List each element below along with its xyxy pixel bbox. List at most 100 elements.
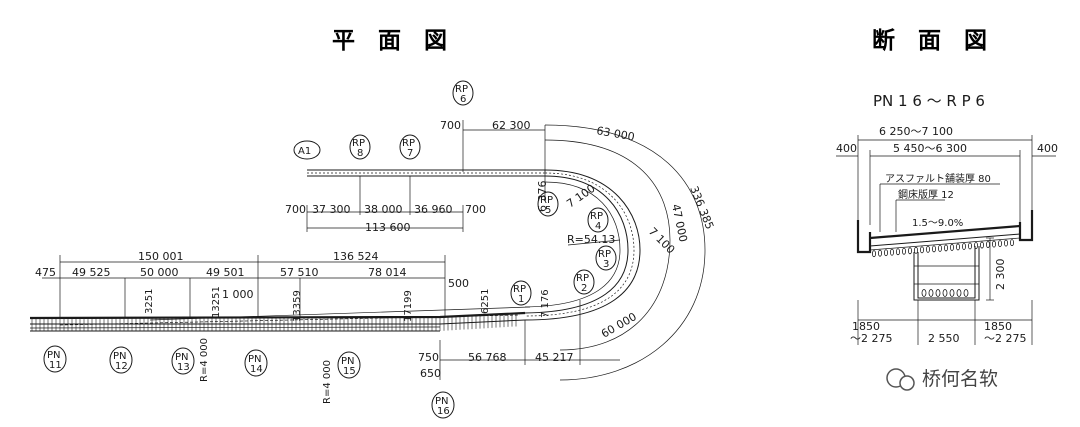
svg-text:5: 5	[545, 205, 551, 216]
bottom-rib	[956, 289, 962, 297]
radius-4000-b: R=4 000	[322, 360, 333, 404]
watermark-text: 桥何名软	[922, 368, 998, 390]
dim-13359: 13359	[292, 290, 303, 322]
dim-7100-b: 7 100	[646, 225, 677, 256]
section-bottom-right-1: 1850	[984, 320, 1012, 333]
deck-rib	[926, 245, 931, 253]
pier-rp5: RP 5	[537, 191, 559, 217]
pier-pn14: PN 14	[244, 349, 268, 377]
dim-650: 650	[420, 367, 441, 380]
section-dim-lines	[836, 135, 1056, 345]
plan-view-title: 平 面 図	[332, 27, 447, 54]
svg-text:RP: RP	[455, 84, 468, 95]
dim-700-top: 700	[440, 119, 461, 132]
svg-text:6: 6	[460, 94, 466, 105]
lower-deck-hatching	[31, 313, 517, 331]
deck-rib	[956, 243, 961, 251]
top-dim-lines	[306, 129, 621, 246]
dim-37300: 37 300	[312, 203, 351, 216]
svg-text:PN: PN	[113, 351, 127, 362]
pier-rp3: RP 3	[595, 245, 617, 271]
dim-7176: 7 176	[540, 289, 551, 318]
dim-6376: 6 376	[536, 181, 549, 213]
pier-rp7: RP 7	[399, 134, 421, 160]
dim-38000: 38 000	[364, 203, 403, 216]
deck-rib	[914, 246, 919, 254]
deck-rib	[968, 242, 973, 250]
pier-pn11: PN 11	[43, 345, 67, 373]
dim-62300: 62 300	[492, 119, 531, 132]
section-right-edge: 400	[1037, 142, 1058, 155]
svg-text:PN: PN	[435, 396, 449, 407]
pier-rp2: RP 2	[573, 269, 595, 295]
svg-text:1: 1	[518, 294, 524, 305]
dim-750: 750	[418, 351, 439, 364]
pier-pn15: PN 15	[337, 351, 361, 379]
svg-text:RP: RP	[540, 195, 553, 206]
deck-rib	[890, 248, 895, 256]
dim-49525: 49 525	[72, 266, 111, 279]
deck-rib	[1004, 239, 1009, 247]
svg-text:RP: RP	[352, 138, 365, 149]
section-left-edge: 400	[836, 142, 857, 155]
section-bottom-mid: 2 550	[928, 332, 960, 345]
bottom-rib	[928, 289, 934, 297]
svg-text:A1: A1	[298, 146, 311, 157]
dim-13251: 13251	[211, 286, 222, 318]
deck-rib	[1010, 239, 1015, 247]
deck-rib	[908, 247, 913, 255]
section-view-title: 断 面 図	[872, 27, 987, 54]
pier-pn13: PN 13	[171, 347, 195, 375]
svg-text:RP: RP	[576, 273, 589, 284]
pier-a1: A1	[293, 140, 321, 160]
lower-deck	[29, 306, 531, 332]
deck-rib	[878, 249, 883, 257]
dim-3251: 3251	[144, 289, 155, 314]
deck-rib	[992, 240, 997, 248]
dim-7100-a: 7 100	[564, 182, 597, 211]
dim-78014: 78 014	[368, 266, 407, 279]
dim-47000: 47 000	[669, 203, 690, 243]
deck-rib	[974, 242, 979, 249]
dim-6251: 6251	[480, 289, 491, 314]
pier-rp8: RP 8	[349, 134, 371, 160]
dim-49501: 49 501	[206, 266, 245, 279]
bottom-dim-lines	[42, 255, 620, 380]
section-slope: 1.5～9.0%	[912, 218, 963, 229]
dim-60000: 60 000	[599, 310, 639, 341]
svg-text:PN: PN	[175, 352, 189, 363]
deck-rib	[998, 240, 1003, 248]
section-range-label: PN 1 6 ～ R P 6	[873, 92, 985, 110]
svg-text:RP: RP	[590, 211, 603, 222]
bottom-rib	[942, 289, 948, 297]
deck-rib	[932, 245, 937, 253]
svg-text:3: 3	[603, 259, 609, 270]
svg-text:12: 12	[115, 361, 128, 372]
deck-rib	[980, 241, 985, 249]
svg-text:2: 2	[581, 283, 587, 294]
svg-text:7: 7	[407, 148, 413, 159]
section-stiffeners	[872, 239, 1015, 297]
radius-4000-a: R=4 000	[199, 338, 210, 382]
dim-150001: 150 001	[138, 250, 184, 263]
dim-700-left: 700	[285, 203, 306, 216]
svg-text:RP: RP	[598, 249, 611, 260]
dim-336385: 336 385	[687, 184, 716, 231]
outer-dimension-arcs	[462, 120, 706, 381]
section-road-width: 5 450～6 300	[893, 142, 967, 155]
bottom-rib	[949, 289, 955, 297]
svg-text:13: 13	[177, 362, 190, 373]
pier-rp6: RP 6	[452, 80, 474, 106]
section-bottom-left-2: ～2 275	[850, 332, 893, 345]
dim-56768: 56 768	[468, 351, 507, 364]
svg-text:4: 4	[595, 221, 601, 232]
watermark: 桥何名软	[886, 368, 998, 391]
svg-text:RP: RP	[513, 284, 526, 295]
pier-pn12: PN 12	[109, 346, 133, 374]
section-height: 2 300	[994, 259, 1007, 291]
radius-label: R=54.13	[567, 233, 615, 246]
svg-text:RP: RP	[402, 138, 415, 149]
deck-rib	[938, 244, 943, 252]
dim-63000: 63 000	[595, 124, 635, 143]
